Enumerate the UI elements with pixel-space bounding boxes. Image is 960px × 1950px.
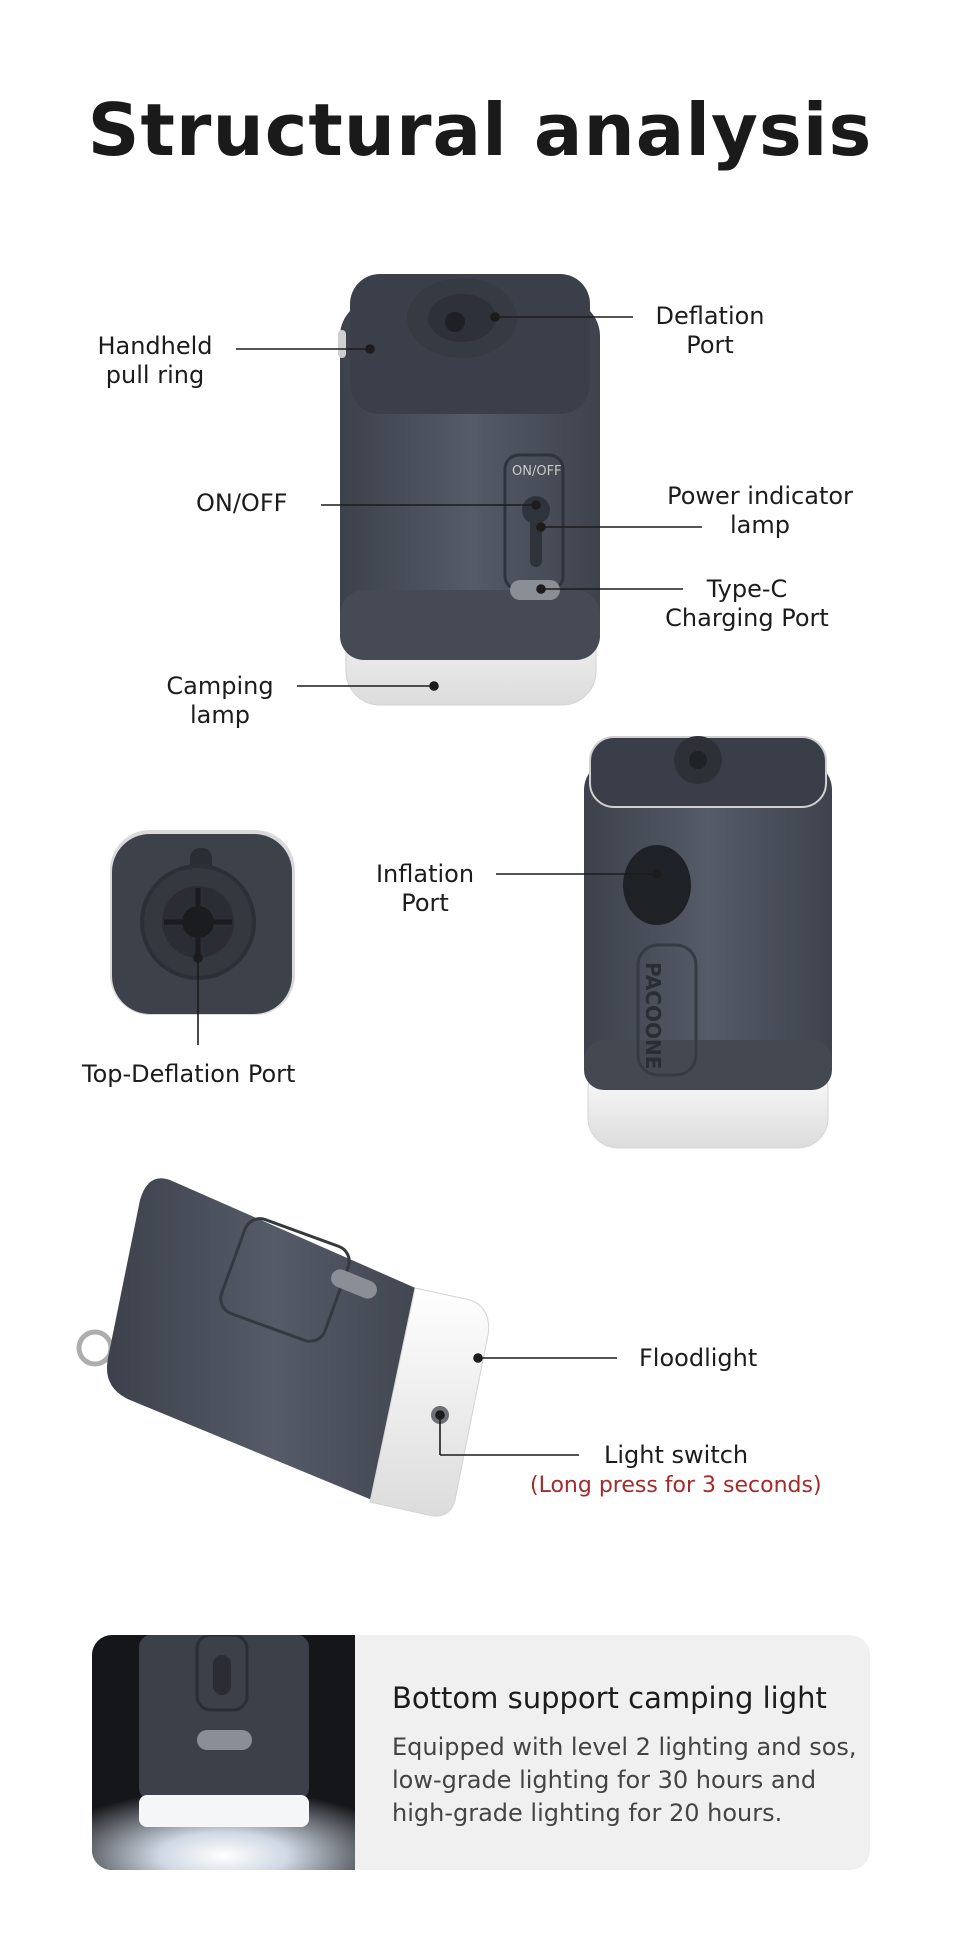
switch-marking: ON/OFF [512, 464, 562, 479]
callout-on-off: ON/OFF [196, 489, 288, 517]
brand-marking: PACOONE [641, 962, 665, 1069]
callout-inflation-port: Inflation Port [375, 860, 475, 917]
callout-light-switch: Light switch [604, 1441, 749, 1469]
page-title: Structural analysis [87, 88, 873, 172]
callout-deflation-port: Deflation Port [655, 302, 765, 359]
device-angled-view [76, 1178, 490, 1517]
leader-lines [193, 312, 702, 1456]
feature-card-title: Bottom support camping light [392, 1681, 827, 1715]
device-side-view: PACOONE [584, 736, 832, 1149]
callout-top-deflation-port: Top-Deflation Port [82, 1060, 296, 1088]
feature-card-body: Equipped with level 2 lighting and sos, … [392, 1733, 857, 1827]
callout-floodlight: Floodlight [639, 1344, 758, 1372]
feature-card: Bottom support camping light Equipped wi… [92, 1635, 870, 1870]
callout-type-c-charging-port: Type-C Charging Port [665, 575, 829, 632]
camping-light-photo [92, 1635, 355, 1870]
device-top-view [110, 830, 295, 1015]
callout-camping-lamp: Camping lamp [166, 672, 274, 729]
callout-power-indicator-lamp: Power indicator lamp [667, 482, 853, 539]
device-front-view: ON/OFF [338, 274, 600, 706]
callout-handheld-pull-ring: Handheld pull ring [97, 332, 213, 389]
callout-light-switch-note: (Long press for 3 seconds) [530, 1473, 822, 1498]
pull-ring-shape [338, 330, 346, 358]
